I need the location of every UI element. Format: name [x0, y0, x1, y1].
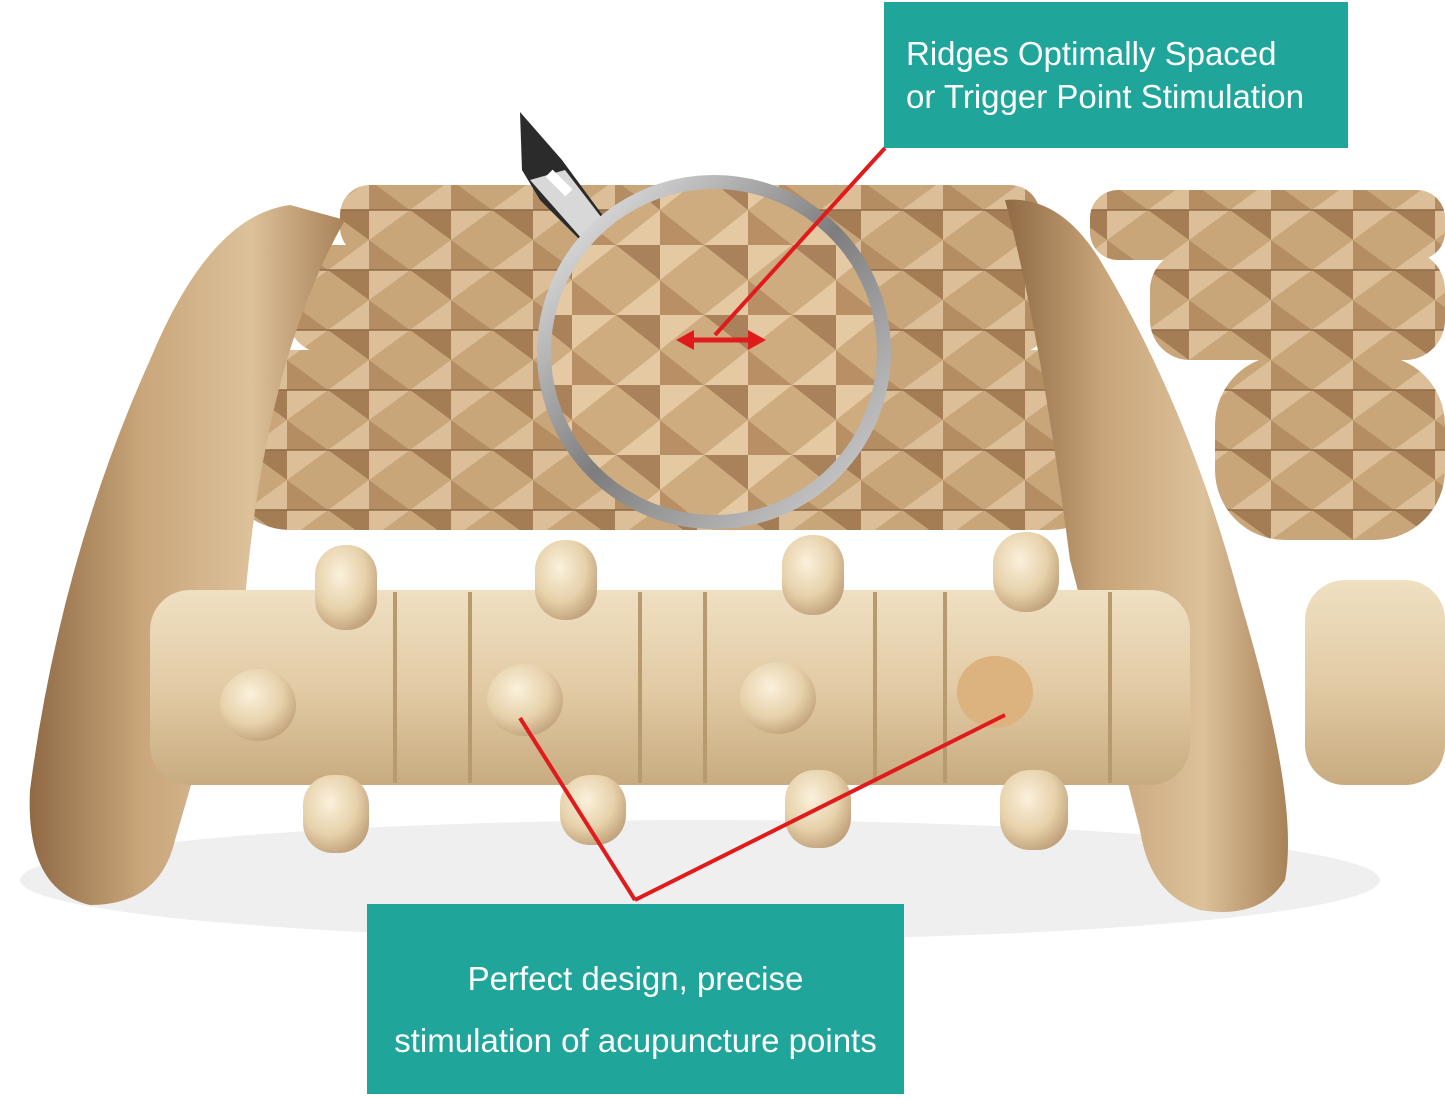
callout-bottom-line-2: stimulation of acupuncture points	[394, 1022, 877, 1059]
magnifying-glass-icon	[520, 112, 891, 529]
callout-top-line-2: or Trigger Point Stimulation	[906, 78, 1305, 115]
callout-top-line-1: Ridges Optimally Spaced	[906, 35, 1277, 72]
wooden-frame	[29, 199, 1288, 913]
back-roller-row	[220, 185, 1445, 540]
callout-acupuncture-points: Perfect design, precise stimulation of a…	[367, 904, 904, 1094]
front-roller	[150, 532, 1445, 853]
double-arrow-icon	[676, 330, 766, 350]
pointer-lines	[518, 146, 1006, 902]
callout-ridges-spacing: Ridges Optimally Spaced or Trigger Point…	[884, 2, 1348, 148]
callout-bottom-line-1: Perfect design, precise	[467, 960, 804, 997]
